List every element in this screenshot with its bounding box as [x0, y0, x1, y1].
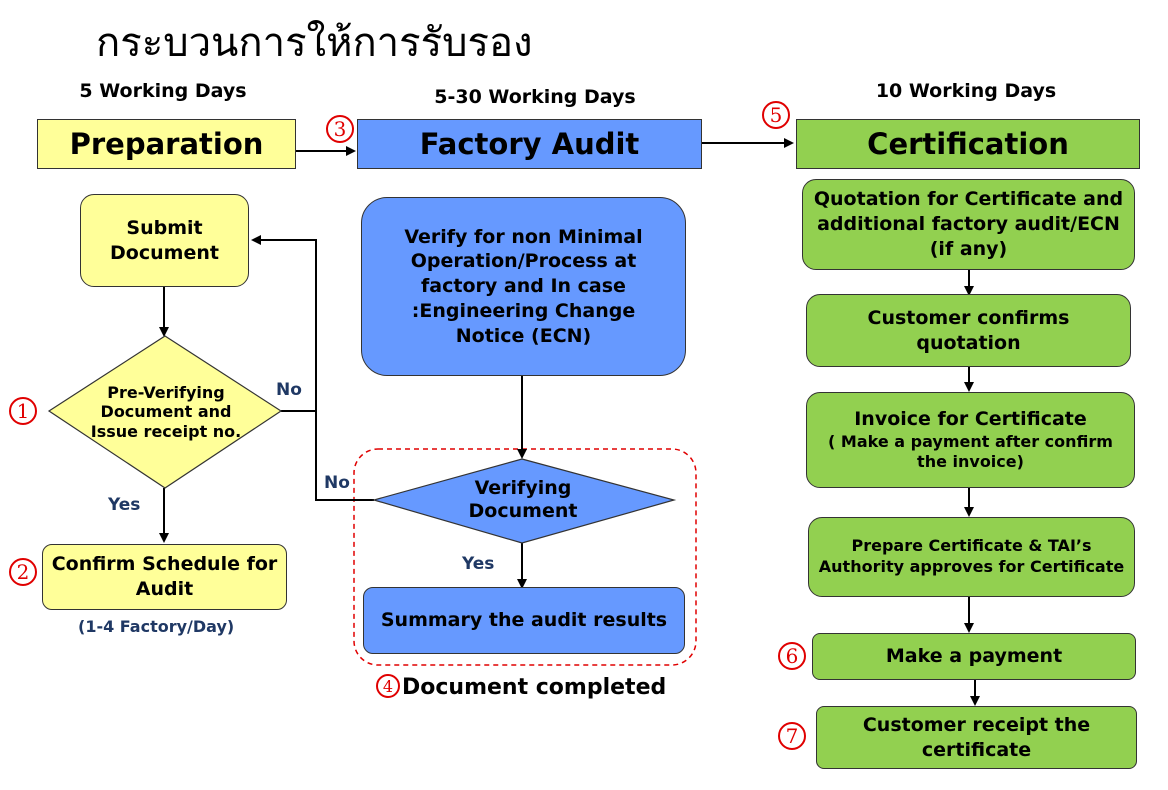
factory-audit-phase-box: Factory Audit [357, 119, 702, 169]
cert-step-payment: Make a payment [812, 633, 1136, 680]
preverify-label: Pre-Verifying Document and Issue receipt… [90, 383, 242, 441]
certification-days: 10 Working Days [875, 80, 1057, 102]
audit-days: 5-30 Working Days [434, 86, 636, 108]
summary-box: Summary the audit results [363, 587, 685, 654]
verifying-no-label: No [324, 473, 350, 493]
cert-step-invoice: Invoice for Certificate ( Make a payment… [806, 392, 1135, 488]
page-title: กระบวนการให้การรับรอง [96, 20, 533, 66]
preverify-yes-label: Yes [108, 495, 141, 515]
cert-step-prepare: Prepare Certificate & TAI’s Authority ap… [808, 517, 1135, 597]
preverify-no-label: No [276, 380, 302, 400]
preparation-days: 5 Working Days [79, 80, 247, 102]
cert-step-quotation: Quotation for Certificate and additional… [802, 179, 1135, 270]
marker-3: 3 [326, 115, 354, 143]
verifying-label: Verifying Document [468, 477, 578, 522]
marker-6: 6 [778, 642, 806, 670]
document-completed-label: Document completed [402, 675, 667, 700]
marker-1: 1 [9, 397, 37, 425]
submit-document-box: Submit Document [80, 194, 249, 287]
arrow-preverify-no [251, 235, 317, 412]
confirm-schedule-box: Confirm Schedule for Audit [42, 544, 287, 610]
cert-step-confirm-quotation: Customer confirms quotation [806, 294, 1131, 367]
verify-operations-box: Verify for non Minimal Operation/Process… [361, 197, 686, 376]
marker-2: 2 [9, 558, 37, 586]
marker-7: 7 [778, 722, 806, 750]
marker-4: 4 [376, 674, 400, 698]
invoice-note: ( Make a payment after confirm the invoi… [828, 431, 1113, 472]
capacity-label: (1-4 Factory/Day) [78, 617, 235, 636]
preparation-phase-box: Preparation [37, 119, 296, 169]
invoice-title: Invoice for Certificate [854, 407, 1087, 430]
marker-5: 5 [762, 101, 790, 129]
arrow-verifying-no [315, 411, 374, 501]
cert-step-receipt: Customer receipt the certificate [816, 706, 1137, 769]
verifying-diamond [371, 458, 677, 544]
verifying-yes-label: Yes [462, 554, 495, 574]
preverify-diamond [47, 335, 283, 489]
certification-phase-box: Certification [796, 119, 1140, 169]
